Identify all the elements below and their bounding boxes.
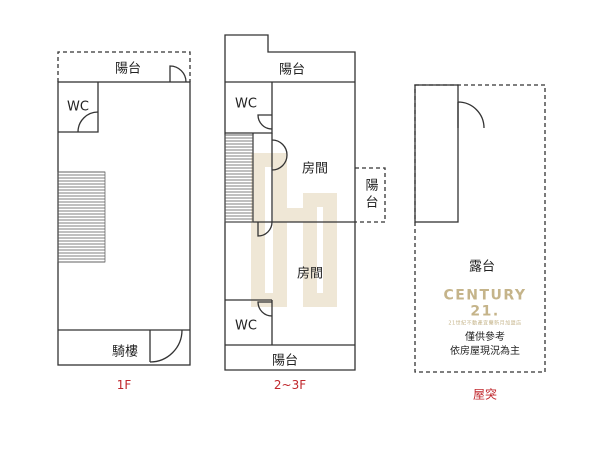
plan-2-3f: [224, 34, 386, 371]
brand-text: CENTURY 21.: [443, 287, 527, 320]
caption-2-3f: 2~3F: [273, 378, 307, 392]
label-room-top: 房間: [301, 161, 329, 177]
label-wc-top: WC: [235, 96, 257, 112]
label-arcade: 騎樓: [111, 344, 139, 360]
label-wc-bottom: WC: [235, 318, 257, 334]
disclaimer-line2: 依房屋現況為主: [450, 346, 520, 357]
disclaimer: 僅供參考 依房屋現況為主: [450, 331, 520, 359]
label-wc-1f: WC: [67, 99, 89, 115]
stairs-2-3f: [224, 134, 254, 223]
label-side-balcony: 陽台: [362, 178, 378, 212]
plan-roof: [414, 84, 546, 373]
label-balcony-top: 陽台: [278, 62, 306, 78]
caption-roof: 屋突: [472, 387, 498, 402]
label-balcony-bottom: 陽台: [271, 353, 299, 369]
label-room-bottom: 房間: [296, 266, 324, 282]
disclaimer-line1: 僅供參考: [465, 332, 505, 343]
label-terrace: 露台: [468, 259, 496, 275]
caption-1f: 1F: [116, 378, 132, 392]
watermark-shape: [251, 153, 337, 307]
branch-text: 21世紀不動產宜蘭新月加盟店: [448, 320, 522, 327]
label-balcony-1f: 陽台: [114, 61, 142, 77]
century21-watermark: CENTURY 21. 21世紀不動產宜蘭新月加盟店: [428, 288, 543, 327]
